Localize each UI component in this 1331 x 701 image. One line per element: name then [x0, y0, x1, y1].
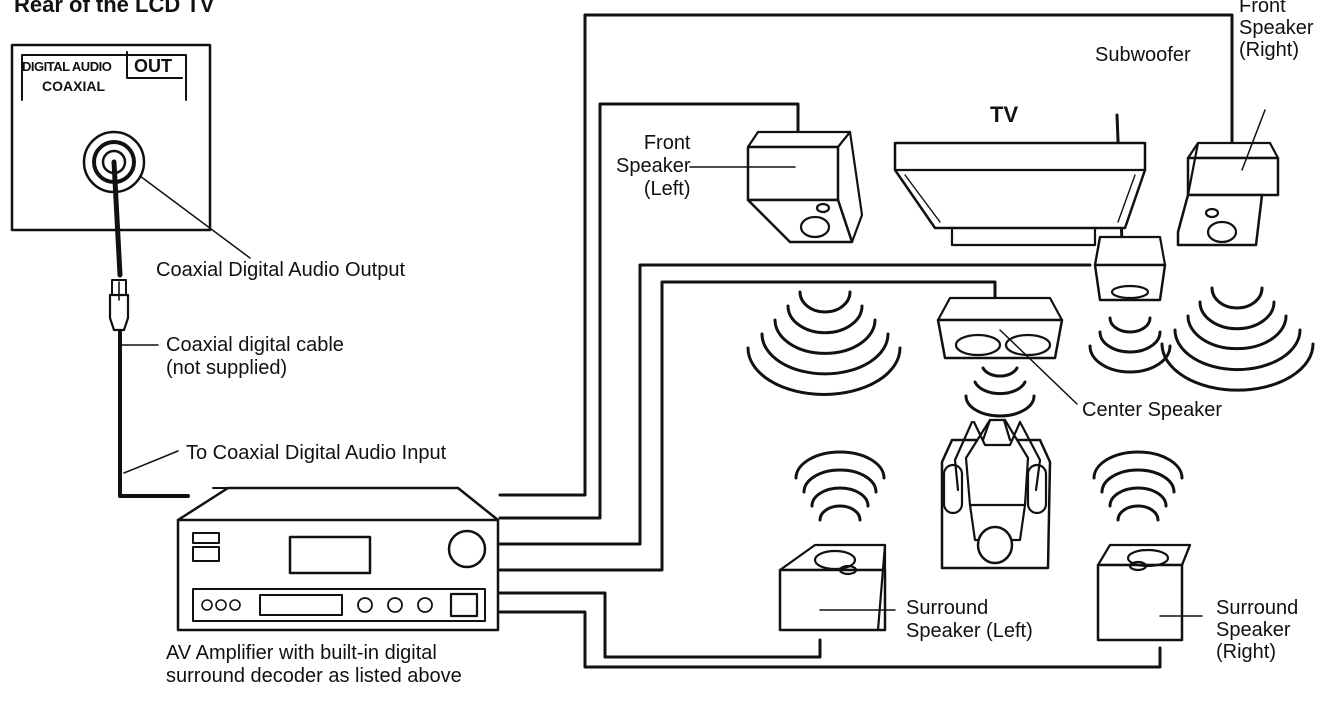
diagram-title: Rear of the LCD TV — [14, 0, 215, 17]
listener-figure — [940, 418, 1052, 570]
tv-icon — [893, 141, 1147, 247]
front-right-speaker — [1176, 109, 1280, 247]
panel-out-label: OUT — [134, 56, 172, 76]
subwoofer — [1093, 235, 1167, 302]
tv-rear-panel — [10, 43, 251, 278]
front-right-label: Front Speaker (Right) — [1239, 0, 1314, 61]
center-speaker-label: Center Speaker — [1082, 399, 1223, 421]
subwoofer-label: Subwoofer — [1095, 44, 1191, 66]
center-speaker — [936, 296, 1078, 405]
panel-coaxial-label: COAXIAL — [42, 78, 105, 94]
av-amplifier — [176, 486, 500, 632]
panel-digital-audio-label: DIGITAL AUDIO — [22, 59, 112, 74]
front-left-speaker — [689, 130, 864, 244]
surround-left-speaker — [778, 543, 896, 632]
to-input-label: To Coaxial Digital Audio Input — [186, 442, 447, 464]
coaxial-plug — [108, 279, 190, 498]
surround-left-label: Surround Speaker (Left) — [906, 597, 1033, 642]
tv-label: TV — [990, 102, 1019, 127]
amplifier-label: AV Amplifier with built-in digital surro… — [166, 642, 462, 687]
surround-right-label: Surround Speaker (Right) — [1216, 597, 1299, 663]
sound-waves — [746, 286, 1315, 522]
speaker-wires — [498, 13, 1234, 669]
coaxial-output-label: Coaxial Digital Audio Output — [156, 259, 406, 281]
front-left-label: Front Speaker (Left) — [616, 132, 691, 200]
surround-right-speaker — [1096, 543, 1203, 642]
coaxial-cable-label: Coaxial digital cable (not supplied) — [166, 334, 344, 379]
